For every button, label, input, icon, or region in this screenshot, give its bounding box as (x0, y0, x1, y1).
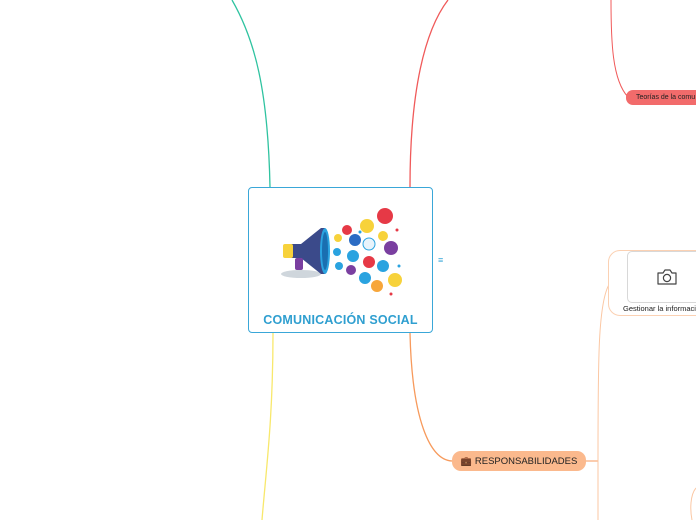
topic-teorias[interactable]: Teorías de la comu (626, 90, 696, 105)
connector-orange-right (690, 487, 696, 520)
connector-red-sub (610, 0, 629, 98)
topic-responsabilidades-label: RESPONSABILIDADES (474, 455, 578, 467)
topic-gestionar-label[interactable]: Gestionar la informaci (623, 304, 696, 313)
notes-icon[interactable]: ≡ (438, 255, 444, 265)
topic-gestionar-image[interactable] (627, 251, 696, 303)
connector-teal (231, 0, 271, 188)
connector-red (409, 0, 449, 188)
topic-responsabilidades[interactable]: 💼 RESPONSABILIDADES (452, 451, 586, 471)
camera-icon (657, 269, 677, 285)
megaphone-illustration (281, 208, 402, 296)
central-topic-title: COMUNICACIÓN SOCIAL (263, 313, 418, 327)
topic-teorias-label: Teorías de la comu (636, 94, 696, 101)
connector-yellow (261, 332, 274, 520)
connector-orange-up (597, 282, 611, 462)
central-topic[interactable]: COMUNICACIÓN SOCIAL (248, 187, 433, 333)
connector-orange (409, 332, 453, 462)
briefcase-icon: 💼 (460, 455, 472, 466)
